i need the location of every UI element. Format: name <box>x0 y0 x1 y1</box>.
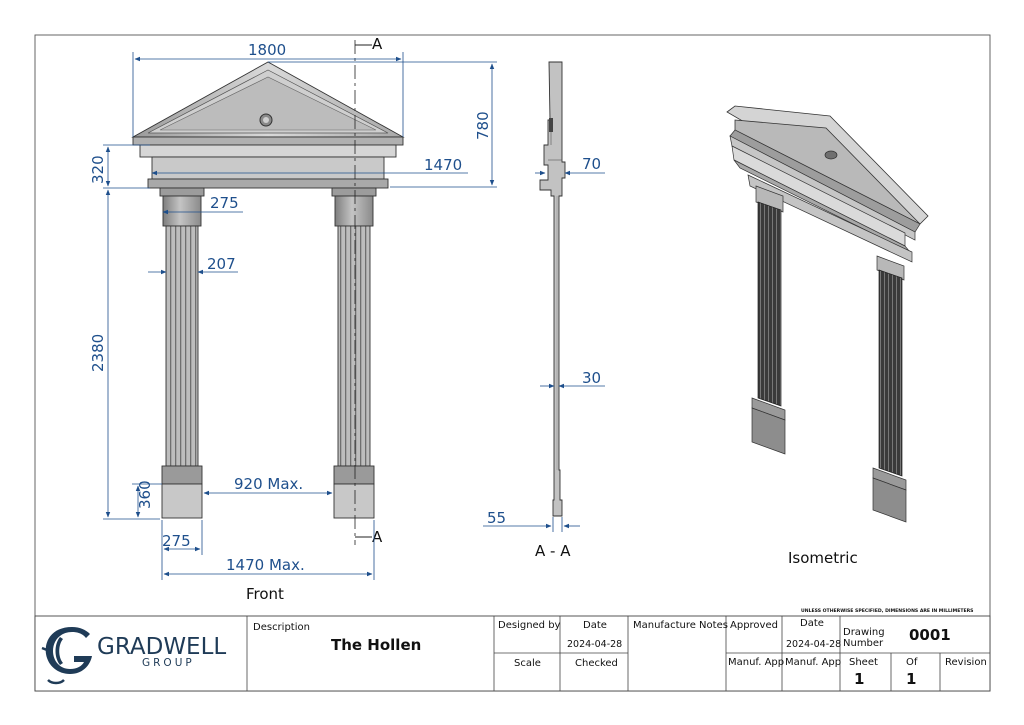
dim-section-top-depth: 70 <box>582 155 601 173</box>
sheet-value: 1 <box>854 670 864 688</box>
approved-label: Approved <box>730 620 778 631</box>
company-logo: GRADWELL GROUP <box>41 627 226 685</box>
section-marker-top: A <box>372 35 383 53</box>
manuf-app-label-2: Manuf. App <box>785 657 841 668</box>
manuf-app-label-1: Manuf. App <box>728 657 784 668</box>
section-marker-bottom: A <box>372 528 383 546</box>
dim-plinth-width: 275 <box>162 532 191 550</box>
logo-text-main: GRADWELL <box>97 634 226 660</box>
right-column <box>331 187 377 519</box>
drawing-number: 0001 <box>909 626 951 644</box>
manufacture-notes-label: Manufacture Notes <box>633 620 728 631</box>
checked-label: Checked <box>575 658 618 669</box>
dim-cornice-height: 320 <box>89 155 107 184</box>
left-plinth <box>161 483 203 519</box>
front-view: A A 1800 780 320 1470 275 207 2380 <box>89 35 497 603</box>
view-label-section: A - A <box>535 542 571 560</box>
title-block: GRADWELL GROUP Description The Hollen De… <box>34 615 991 692</box>
dim-plinth-height: 360 <box>136 480 154 509</box>
design-date: 2024-04-28 <box>567 639 622 650</box>
of-label: Of <box>906 657 918 668</box>
scale-label: Scale <box>514 658 541 669</box>
view-label-isometric: Isometric <box>788 549 858 567</box>
section-profile <box>539 61 566 517</box>
logo-text-sub: GROUP <box>142 657 195 669</box>
dim-capital-width: 275 <box>210 194 239 212</box>
dim-column-width: 207 <box>207 255 236 273</box>
drawing-number-label-1: Drawing <box>843 627 885 638</box>
dim-height-pediment: 780 <box>474 111 492 140</box>
entablature <box>151 156 385 180</box>
description-value: The Hollen <box>331 636 421 654</box>
dim-section-column-depth: 30 <box>582 369 601 387</box>
designed-by-label: Designed by <box>498 620 561 631</box>
view-label-front: Front <box>246 585 284 603</box>
right-plinth <box>333 483 375 519</box>
drawing-number-label-2: Number <box>843 638 884 649</box>
section-view: 70 30 55 A - A <box>483 61 605 560</box>
description-label: Description <box>253 622 310 633</box>
left-column <box>159 187 205 519</box>
dim-entablature-width: 1470 <box>424 156 462 174</box>
dim-opening-width: 920 Max. <box>234 475 303 493</box>
of-value: 1 <box>906 670 916 688</box>
revision-label: Revision <box>945 657 987 668</box>
units-note: UNLESS OTHERWISE SPECIFIED, DIMENSIONS A… <box>801 608 973 614</box>
isometric-view: Isometric <box>726 105 929 567</box>
sheet-label: Sheet <box>849 657 878 668</box>
dim-section-base-depth: 55 <box>487 509 506 527</box>
dim-overall-height: 2380 <box>89 334 107 372</box>
approved-date-label: Date <box>800 618 824 629</box>
approved-date: 2024-04-28 <box>786 639 841 650</box>
dim-width-top: 1800 <box>248 41 286 59</box>
dim-overall-width: 1470 Max. <box>226 556 305 574</box>
date-label: Date <box>583 620 607 631</box>
